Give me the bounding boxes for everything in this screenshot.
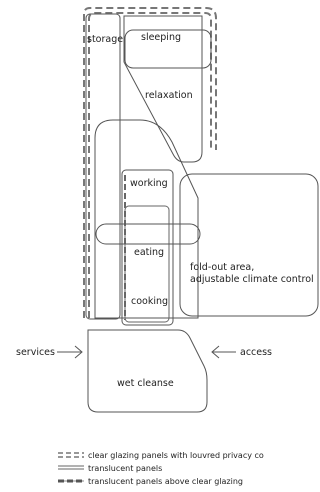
label-storage: storage (87, 34, 123, 45)
label-eating: eating (134, 247, 164, 258)
label-access: access (240, 347, 272, 358)
relaxation-zone (123, 15, 203, 163)
label-relaxation: relaxation (145, 90, 193, 101)
label-sleeping: sleeping (141, 32, 181, 43)
services-arrow (57, 345, 83, 359)
legend-label-translucent: translucent panels (88, 464, 162, 473)
activity-envelope (94, 119, 199, 319)
label-cooking: cooking (131, 296, 168, 307)
glazing-envelope (83, 7, 217, 318)
wet-cleanse-zone (87, 329, 208, 413)
label-wet-cleanse: wet cleanse (117, 378, 174, 389)
legend-symbol-glazing (58, 452, 84, 458)
legend-label-glazing: clear glazing panels with louvred privac… (88, 451, 264, 460)
legend-symbol-translucent (58, 465, 84, 470)
core-zone (121, 169, 174, 326)
label-services: services (16, 347, 55, 358)
storage-zone (85, 13, 121, 320)
legend: clear glazing panels with louvred privac… (58, 451, 264, 486)
label-working: working (130, 178, 168, 189)
access-arrow (211, 345, 236, 359)
foldout-zone (179, 173, 319, 317)
label-foldout-1: fold-out area, (190, 262, 254, 273)
legend-label-translucent-over-glazing: translucent panels above clear glazing (88, 477, 243, 486)
sleeping-zone (124, 29, 212, 69)
table-pill (95, 223, 201, 245)
label-foldout-2: adjustable climate control (190, 274, 314, 285)
core-zone-inner (124, 205, 170, 323)
